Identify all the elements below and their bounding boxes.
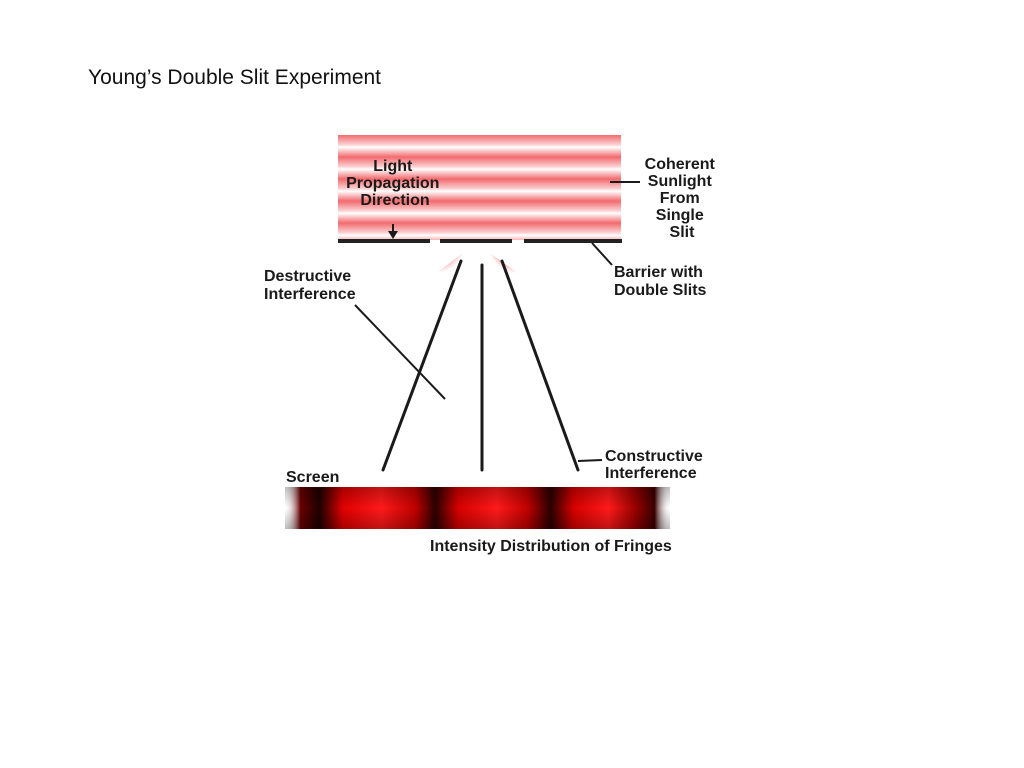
label-light-direction: Light Propagation Direction	[346, 158, 444, 209]
label-barrier: Barrier with Double Slits	[614, 264, 707, 299]
leader-lines	[354, 181, 640, 462]
fringe-bar	[285, 487, 670, 529]
destructive-lines	[434, 339, 528, 454]
slide-title: Young’s Double Slit Experiment	[88, 66, 382, 89]
barrier	[338, 239, 622, 243]
label-constructive: Constructive Interference	[605, 448, 707, 482]
label-destructive: Destructive Interference	[264, 268, 356, 303]
label-coherent-sunlight: Coherent Sunlight From Single Slit	[645, 156, 720, 241]
double-slit-diagram: Light Propagation Direction Coherent Sun…	[250, 125, 750, 570]
label-fringes: Intensity Distribution of Fringes	[430, 538, 672, 555]
incoming-light-waves	[338, 135, 621, 240]
label-screen: Screen	[286, 469, 339, 486]
ray-lines	[381, 259, 580, 472]
